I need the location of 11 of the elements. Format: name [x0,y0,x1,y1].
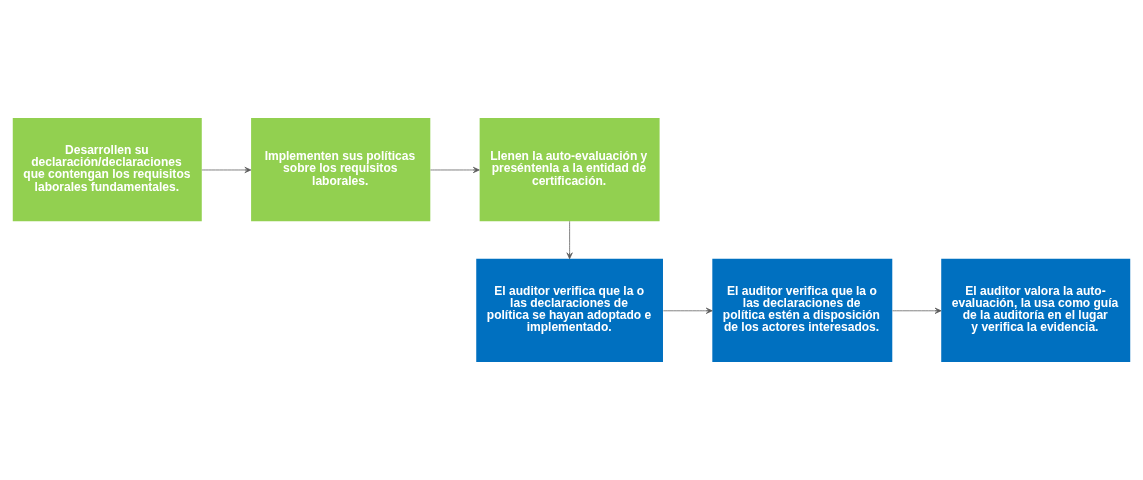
arrow [201,166,252,174]
arrow [892,307,942,314]
arrow [662,307,713,314]
arrow [566,220,573,260]
node-box: El auditor valora la auto-evaluación, la usa como guía de la auditoría en el lugar y verifica la evidencia. [941,258,1131,362]
node-box: El auditor verifica que la o las declaraciones de política estén a disposición de los actores interesados. [712,258,893,362]
node-box: El auditor verifica que la o las declaraciones de política se hayan adoptado e implementado. [476,258,663,362]
node-box: Implementen sus políticas sobre los requisitos laborales. [251,118,431,222]
node-box: Llenen la auto-evaluación y preséntenla a la entidad de certificación. [479,118,660,222]
arrow [430,166,480,174]
node-box: Desarrollen su declaración/declaraciones que contengan los requisitos laborales fundamentales. [12,118,202,222]
